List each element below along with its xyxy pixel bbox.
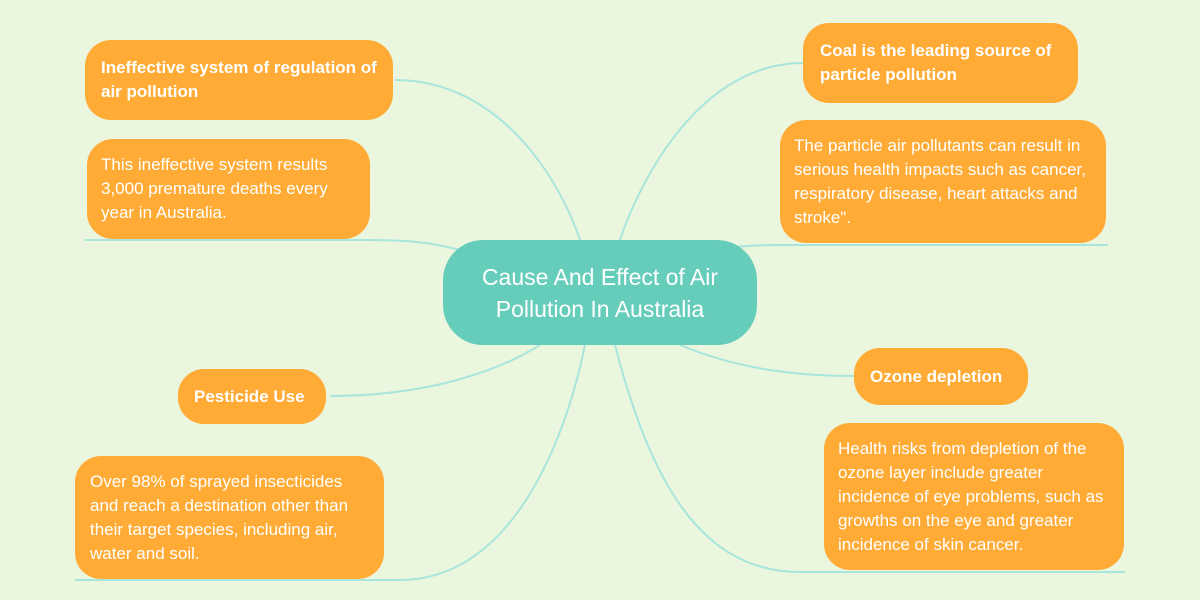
node-label: The particle air pollutants can result i…: [794, 135, 1086, 227]
node-pesticide-detail[interactable]: Over 98% of sprayed insecticides and rea…: [75, 456, 384, 579]
node-regulation[interactable]: Ineffective system of regulation of air …: [85, 40, 393, 120]
node-ozone-detail[interactable]: Health risks from depletion of the ozone…: [824, 423, 1124, 570]
node-label: This ineffective system results 3,000 pr…: [101, 155, 328, 222]
node-label: Coal is the leading source of particle p…: [820, 41, 1052, 84]
node-label: Ozone depletion: [870, 366, 1003, 386]
link-pesticide: [329, 344, 541, 397]
node-coal-detail[interactable]: The particle air pollutants can result i…: [780, 120, 1106, 243]
central-topic-label: Cause And Effect of Air Pollution In Aus…: [481, 263, 719, 322]
node-label: Health risks from depletion of the ozone…: [838, 438, 1104, 554]
node-regulation-detail[interactable]: This ineffective system results 3,000 pr…: [87, 139, 370, 239]
central-topic[interactable]: Cause And Effect of Air Pollution In Aus…: [443, 240, 757, 345]
node-label: Pesticide Use: [194, 386, 305, 406]
link-ozone-detail: [614, 344, 1125, 573]
link-pesticide-detail: [75, 344, 586, 581]
link-regulation-detail: [85, 239, 461, 251]
link-ozone: [679, 344, 855, 377]
node-label: Over 98% of sprayed insecticides and rea…: [90, 471, 349, 563]
node-ozone[interactable]: Ozone depletion: [854, 348, 1028, 405]
link-regulation: [394, 79, 581, 241]
link-coal: [619, 62, 804, 241]
link-coal-detail: [734, 244, 1108, 248]
node-coal[interactable]: Coal is the leading source of particle p…: [803, 23, 1078, 103]
node-label: Ineffective system of regulation of air …: [101, 58, 377, 101]
node-pesticide[interactable]: Pesticide Use: [178, 369, 326, 424]
